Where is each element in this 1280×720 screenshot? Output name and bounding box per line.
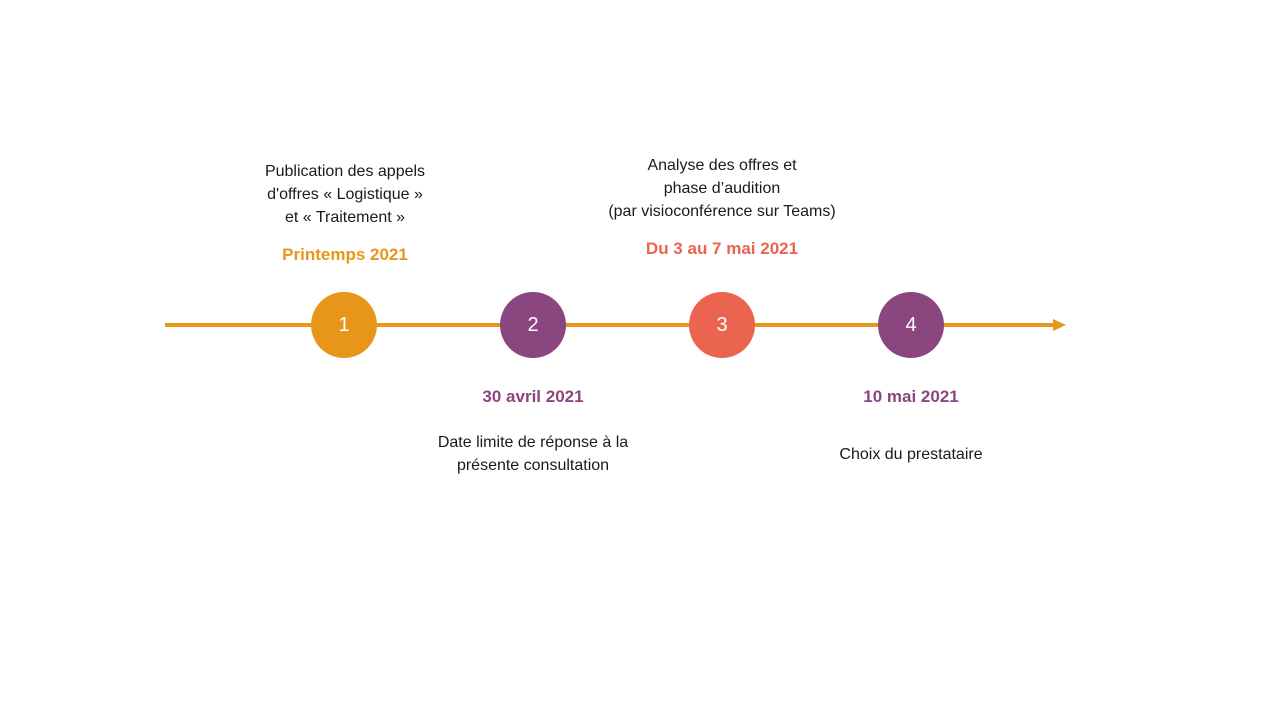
milestone-3-circle: 3 — [689, 292, 755, 358]
milestone-1-circle: 1 — [311, 292, 377, 358]
milestone-4-description-line: Choix du prestataire — [839, 446, 983, 463]
milestone-2-description-line: présente consultation — [456, 457, 610, 474]
milestone-3-description-line: (par visioconférence sur Teams) — [608, 203, 836, 220]
milestone-2-description-line: Date limite de réponse à la — [437, 434, 629, 451]
milestone-3-description-line: Analyse des offres et — [647, 157, 797, 174]
timeline-line — [165, 323, 1055, 327]
milestone-1-date: Printemps 2021 — [282, 245, 408, 264]
milestone-1-description-line: et « Traitement » — [284, 209, 406, 226]
milestone-3-description-line: phase d’audition — [663, 180, 781, 197]
milestone-1-description-line: d'offres « Logistique » — [267, 186, 423, 203]
milestone-2-circle: 2 — [500, 292, 566, 358]
timeline-arrowhead — [1053, 319, 1066, 331]
milestone-4-description: Choix du prestataire — [761, 443, 1061, 466]
milestone-3-date: Du 3 au 7 mai 2021 — [645, 239, 799, 258]
milestone-1-description-line: Publication des appels — [264, 163, 426, 180]
milestone-2-date: 30 avril 2021 — [482, 387, 584, 406]
milestone-3-description: Analyse des offres et phase d’audition (… — [572, 154, 872, 223]
milestone-1-description: Publication des appels d'offres « Logist… — [195, 160, 495, 229]
milestone-4-date: 10 mai 2021 — [863, 387, 959, 406]
milestone-4-circle: 4 — [878, 292, 944, 358]
milestone-2-description: Date limite de réponse à la présente con… — [383, 431, 683, 477]
